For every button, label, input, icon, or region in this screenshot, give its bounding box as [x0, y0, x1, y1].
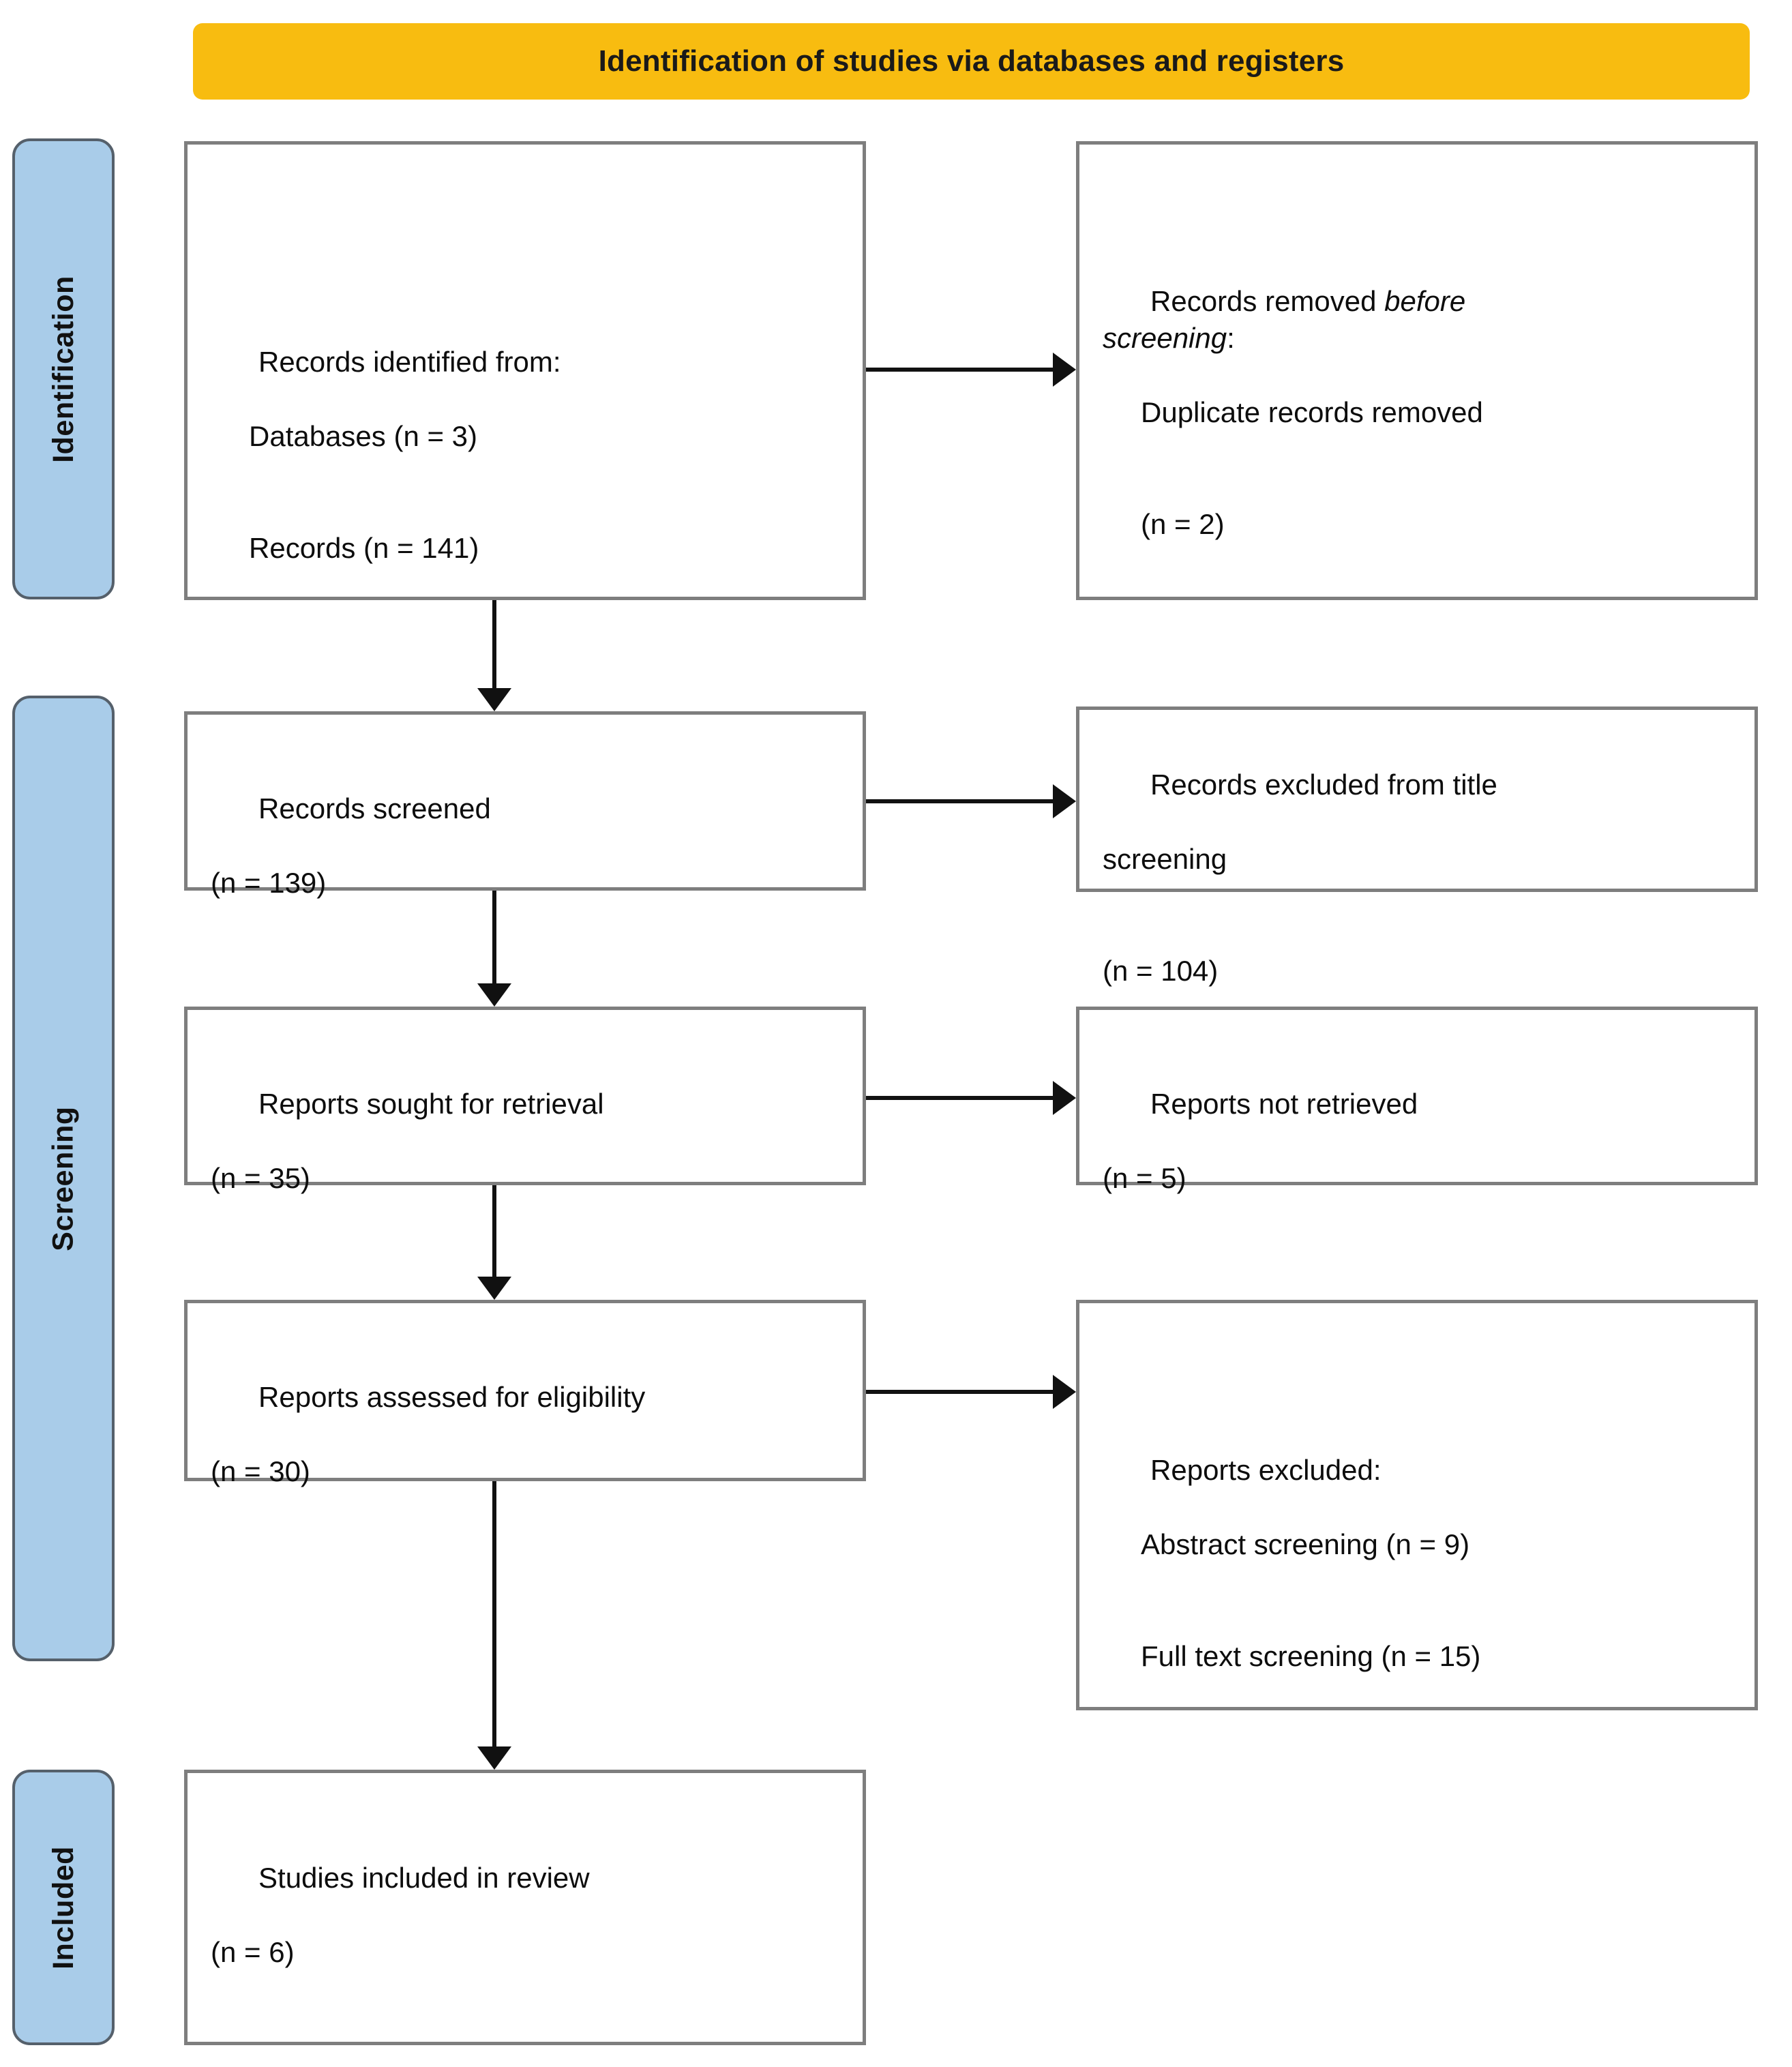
- arrow-head-down-icon: [477, 688, 511, 711]
- reports-not-retrieved-line1: Reports not retrieved: [1150, 1087, 1418, 1120]
- records-removed-duplicates: Duplicate records removed: [1141, 396, 1483, 429]
- box-reports-assessed-for-eligibility: Reports assessed for eligibility (n = 30…: [184, 1300, 866, 1487]
- box-studies-included-in-review: Studies included in review (n = 6): [184, 1770, 866, 2045]
- reports-not-retrieved-count: (n = 5): [1103, 1161, 1186, 1194]
- box-records-excluded-title-screening: Records excluded from title screening (n…: [1076, 707, 1758, 987]
- arrow-head-right-icon: [1053, 1081, 1076, 1115]
- box-records-screened-text: Records screened (n = 139): [211, 753, 491, 977]
- records-identified-line1: Records identified from:: [258, 345, 561, 378]
- reports-excluded-line1: Reports excluded:: [1150, 1453, 1382, 1486]
- reports-assessed-line1: Reports assessed for eligibility: [258, 1380, 646, 1413]
- reports-sought-count: (n = 35): [211, 1161, 310, 1194]
- arrow-head-down-icon: [477, 1746, 511, 1770]
- arrow-head-down-icon: [477, 983, 511, 1007]
- reports-excluded-fulltext: Full text screening (n = 15): [1141, 1639, 1481, 1672]
- box-studies-included-text: Studies included in review (n = 6): [211, 1822, 590, 2046]
- reports-sought-line1: Reports sought for retrieval: [258, 1087, 604, 1120]
- box-reports-sought-for-retrieval: Reports sought for retrieval (n = 35): [184, 1007, 866, 1194]
- box-records-removed-text: Records removed before screening: Duplic…: [1103, 246, 1483, 618]
- arrow-head-right-icon: [1053, 1375, 1076, 1409]
- reports-excluded-abstract: Abstract screening (n = 9): [1141, 1528, 1470, 1560]
- box-records-screened: Records screened (n = 139): [184, 711, 866, 899]
- arrow-line: [866, 799, 1053, 803]
- box-reports-excluded-text: Reports excluded: Abstract screening (n …: [1103, 1414, 1480, 1749]
- records-excluded-line2: screening: [1103, 842, 1227, 875]
- arrow-head-right-icon: [1053, 353, 1076, 387]
- arrow-head-right-icon: [1053, 784, 1076, 818]
- records-identified-databases: Databases (n = 3): [249, 419, 478, 452]
- box-records-removed-before-screening: Records removed before screening: Duplic…: [1076, 141, 1758, 600]
- box-records-identified-text: Records identified from: Databases (n = …: [211, 306, 561, 641]
- records-removed-line2-suffix: :: [1227, 322, 1235, 355]
- phase-label-included-text: Included: [46, 1845, 80, 1969]
- arrow-line: [492, 1185, 496, 1277]
- diagram-title: Identification of studies via databases …: [598, 44, 1345, 78]
- records-removed-count: (n = 2): [1141, 508, 1225, 541]
- records-screened-line1: Records screened: [258, 792, 491, 824]
- records-excluded-count: (n = 104): [1103, 954, 1219, 987]
- arrow-line: [866, 1390, 1053, 1394]
- phase-label-included: Included: [12, 1770, 115, 2045]
- arrow-head-down-icon: [477, 1277, 511, 1300]
- arrow-line: [492, 1481, 496, 1746]
- records-removed-line1-prefix: Records removed: [1150, 284, 1385, 317]
- phase-label-screening: Screening: [12, 696, 115, 1661]
- records-excluded-line1: Records excluded from title: [1150, 768, 1497, 801]
- arrow-line: [492, 600, 496, 688]
- reports-assessed-count: (n = 30): [211, 1455, 310, 1487]
- studies-included-count: (n = 6): [211, 1935, 295, 1968]
- box-records-identified: Records identified from: Databases (n = …: [184, 141, 866, 600]
- box-reports-not-retrieved-text: Reports not retrieved (n = 5): [1103, 1048, 1418, 1272]
- box-records-excluded-text: Records excluded from title screening (n…: [1103, 729, 1497, 1064]
- box-reports-sought-text: Reports sought for retrieval (n = 35): [211, 1048, 604, 1272]
- records-removed-line2-italic: screening: [1103, 322, 1227, 355]
- box-reports-excluded: Reports excluded: Abstract screening (n …: [1076, 1300, 1758, 1710]
- diagram-header-banner: Identification of studies via databases …: [193, 23, 1750, 100]
- arrow-line: [492, 891, 496, 983]
- box-reports-not-retrieved: Reports not retrieved (n = 5): [1076, 1007, 1758, 1194]
- studies-included-line1: Studies included in review: [258, 1861, 590, 1894]
- arrow-line: [866, 368, 1053, 372]
- phase-label-screening-text: Screening: [46, 1105, 80, 1251]
- arrow-line: [866, 1096, 1053, 1100]
- phase-label-identification: Identification: [12, 138, 115, 599]
- records-removed-line1-italic: before: [1384, 284, 1466, 317]
- records-identified-records: Records (n = 141): [249, 531, 479, 564]
- records-screened-count: (n = 139): [211, 866, 327, 899]
- phase-label-identification-text: Identification: [46, 275, 80, 463]
- box-reports-assessed-text: Reports assessed for eligibility (n = 30…: [211, 1341, 645, 1565]
